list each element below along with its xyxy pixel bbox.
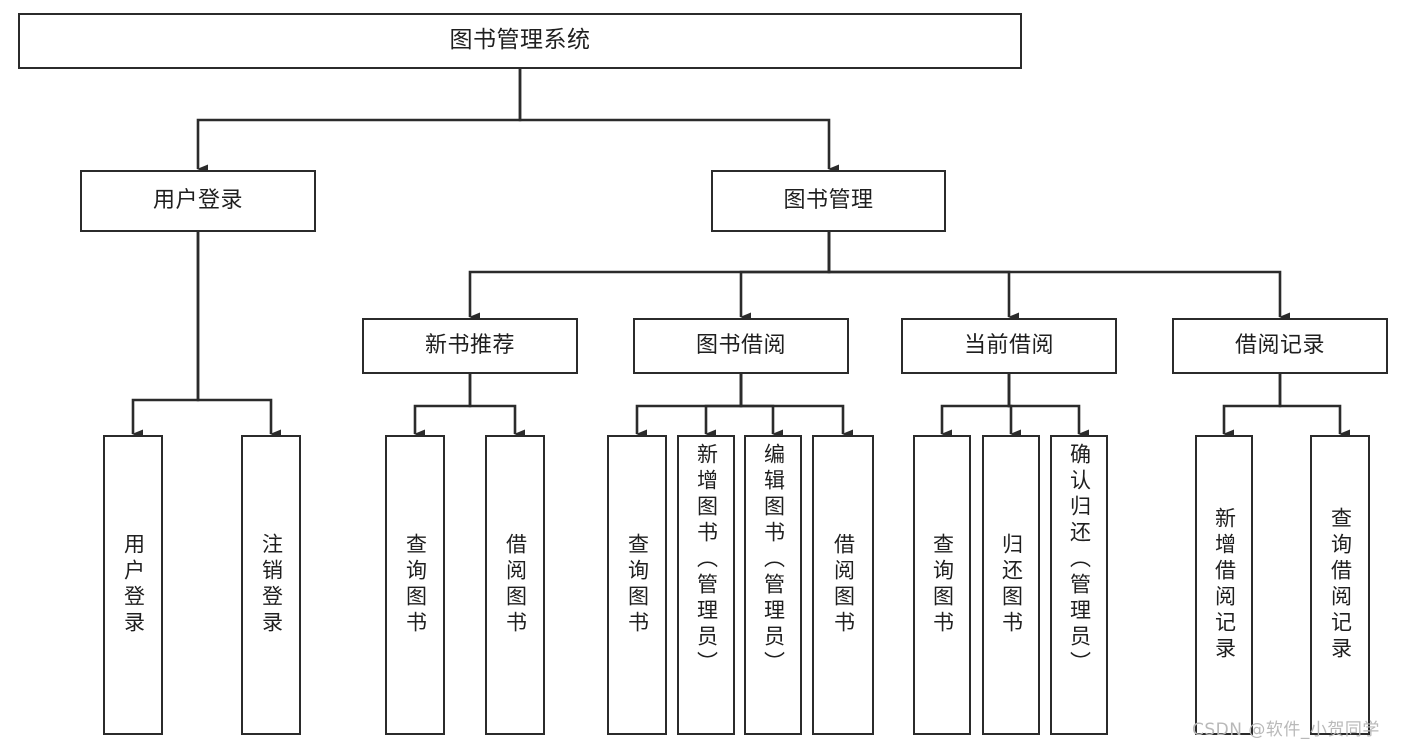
- node-new-book-recommend[interactable]: 新书推荐: [362, 318, 578, 374]
- node-label: 新书推荐: [424, 333, 515, 359]
- node-leaf-confirm-return[interactable]: 确认归还（管理员）: [1050, 435, 1108, 735]
- node-book-management[interactable]: 图书管理: [711, 170, 946, 232]
- edge-user-login-to-leaf-user-logout: [196, 232, 281, 439]
- edge-book-management-to-book-borrow: [739, 232, 831, 322]
- node-label: 确认归还（管理员）: [1067, 443, 1092, 677]
- node-label: 查询图书: [625, 533, 650, 637]
- node-label: 借阅记录: [1234, 333, 1325, 359]
- node-leaf-user-login[interactable]: 用户登录: [103, 435, 163, 735]
- edge-root-to-user-login: [196, 69, 522, 174]
- node-root[interactable]: 图书管理系统: [18, 13, 1022, 69]
- node-label: 图书管理: [783, 188, 874, 214]
- edge-current-borrow-to-leaf-return-book: [1007, 374, 1021, 439]
- node-label: 编辑图书（管理员）: [761, 443, 786, 677]
- node-label: 新增借阅记录: [1212, 507, 1237, 663]
- node-label: 图书管理系统: [449, 27, 591, 54]
- node-label: 用户登录: [152, 188, 243, 214]
- edge-borrow-record-to-leaf-query-record: [1278, 374, 1350, 439]
- node-label: 当前借阅: [963, 333, 1054, 359]
- node-label: 查询图书: [403, 533, 428, 637]
- node-leaf-query-book-3[interactable]: 查询图书: [913, 435, 971, 735]
- edge-current-borrow-to-leaf-confirm-return: [1007, 374, 1089, 439]
- watermark-text: CSDN @软件_小贺同学: [1192, 720, 1380, 740]
- node-borrow-record[interactable]: 借阅记录: [1172, 318, 1388, 374]
- node-leaf-add-record[interactable]: 新增借阅记录: [1195, 435, 1253, 735]
- node-leaf-return-book[interactable]: 归还图书: [982, 435, 1040, 735]
- edge-book-management-to-borrow-record: [827, 232, 1290, 322]
- node-leaf-borrow-book-1[interactable]: 借阅图书: [485, 435, 545, 735]
- node-label: 查询图书: [930, 533, 955, 637]
- node-label: 用户登录: [121, 533, 146, 637]
- edge-book-borrow-to-leaf-query-book-2: [635, 374, 743, 439]
- node-label: 图书借阅: [695, 333, 786, 359]
- node-label: 借阅图书: [831, 533, 856, 637]
- edge-book-borrow-to-leaf-add-book: [704, 374, 743, 439]
- node-leaf-query-record[interactable]: 查询借阅记录: [1310, 435, 1370, 735]
- node-leaf-add-book[interactable]: 新增图书（管理员）: [677, 435, 735, 735]
- edge-book-borrow-to-leaf-borrow-book-2: [739, 374, 853, 439]
- node-leaf-borrow-book-2[interactable]: 借阅图书: [812, 435, 874, 735]
- edge-borrow-record-to-leaf-add-record: [1222, 374, 1282, 439]
- edge-book-management-to-new-book-recommend: [468, 232, 831, 322]
- node-book-borrow[interactable]: 图书借阅: [633, 318, 849, 374]
- edge-current-borrow-to-leaf-query-book-3: [940, 374, 1011, 439]
- node-current-borrow[interactable]: 当前借阅: [901, 318, 1117, 374]
- edge-user-login-to-leaf-user-login: [131, 232, 200, 439]
- edge-new-book-recommend-to-leaf-borrow-book-1: [468, 374, 525, 439]
- node-label: 归还图书: [999, 533, 1024, 637]
- edge-book-borrow-to-leaf-edit-book: [739, 374, 783, 439]
- node-leaf-query-book-1[interactable]: 查询图书: [385, 435, 445, 735]
- edge-new-book-recommend-to-leaf-query-book-1: [413, 374, 472, 439]
- node-label: 查询借阅记录: [1328, 507, 1353, 663]
- node-label: 注销登录: [259, 533, 284, 637]
- edge-book-management-to-current-borrow: [827, 232, 1019, 322]
- node-leaf-query-book-2[interactable]: 查询图书: [607, 435, 667, 735]
- node-leaf-user-logout[interactable]: 注销登录: [241, 435, 301, 735]
- node-label: 借阅图书: [503, 533, 528, 637]
- node-leaf-edit-book[interactable]: 编辑图书（管理员）: [744, 435, 802, 735]
- edge-root-to-book-management: [518, 69, 839, 174]
- node-label: 新增图书（管理员）: [694, 443, 719, 677]
- node-user-login[interactable]: 用户登录: [80, 170, 316, 232]
